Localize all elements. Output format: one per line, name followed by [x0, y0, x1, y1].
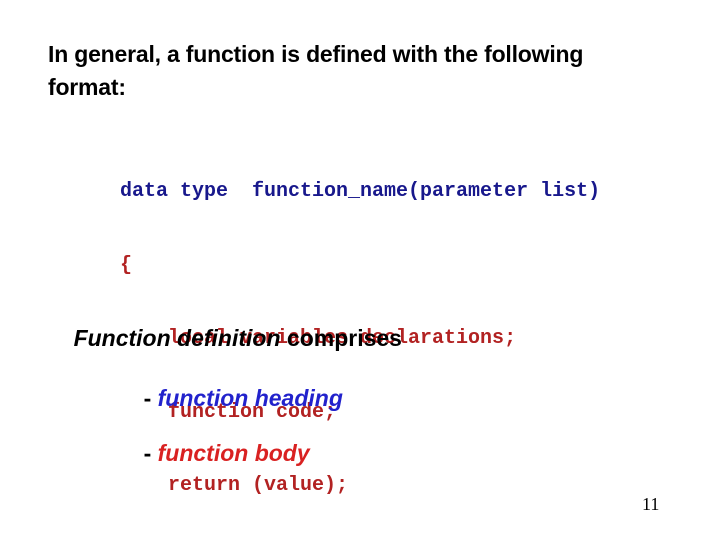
code-line-function-code: function code;	[120, 400, 337, 424]
comprises-emphasis-text: Function definition	[73, 325, 281, 351]
comprises-line: Function definition comprises	[48, 298, 402, 379]
bullet-dash: -	[143, 385, 158, 411]
bullet-label-function-heading: function heading	[157, 385, 343, 411]
code-line-open-brace: {	[120, 253, 133, 277]
bullet-function-heading: - function heading	[118, 358, 343, 439]
code-line-local-variables: local variables declarations;	[120, 327, 517, 350]
page-number: 11	[642, 494, 660, 514]
comprises-rest-text: comprises	[280, 325, 402, 351]
code-line-return-value: return (value);	[120, 474, 349, 497]
code-line-function-signature: data type function_name(parameter list)	[120, 180, 601, 203]
bullet-function-body: - function body	[118, 413, 310, 494]
code-block: data type function_name(parameter list) …	[120, 131, 600, 540]
slide-title: In general, a function is defined with t…	[48, 41, 584, 100]
bullet-label-function-body: function body	[157, 440, 310, 466]
bullet-dash: -	[143, 440, 158, 466]
